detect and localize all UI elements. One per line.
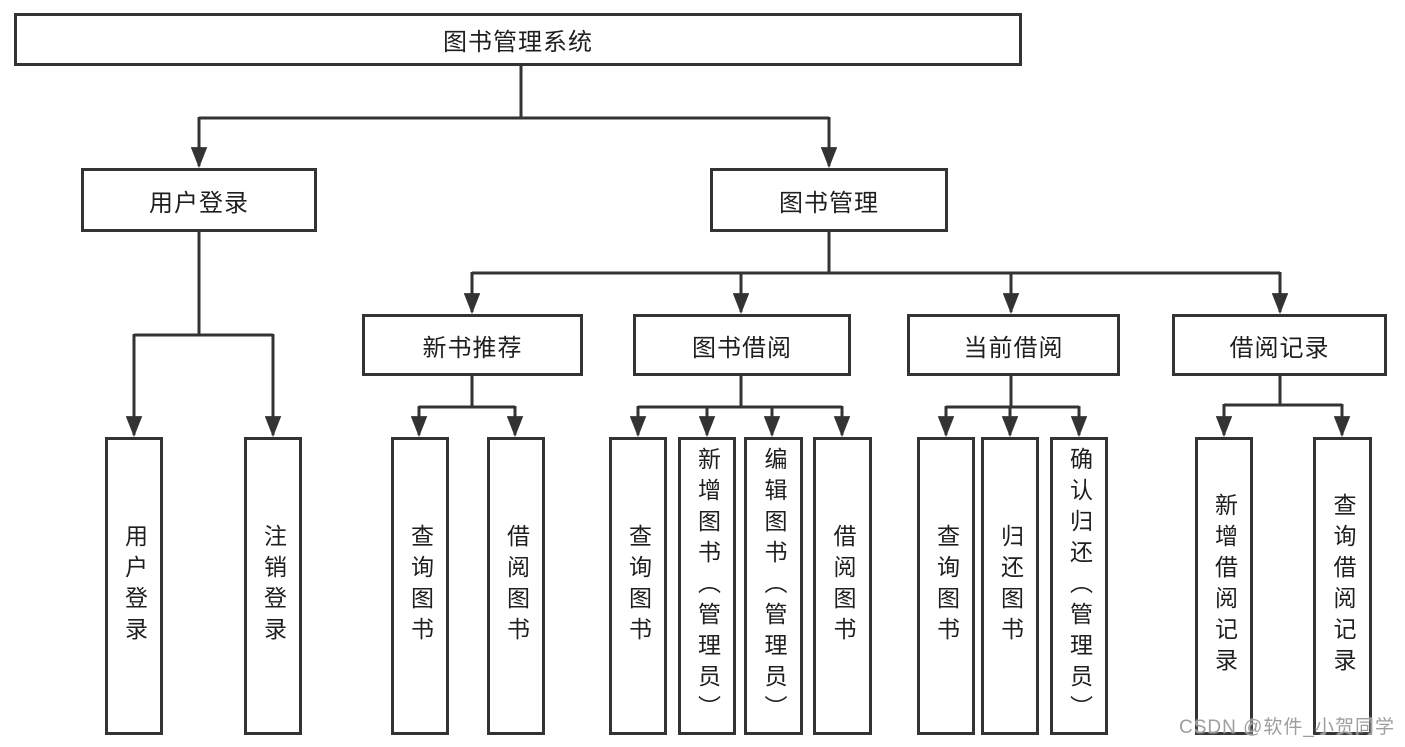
leaf-edit-book-admin: 编辑图书（管理员） — [744, 437, 803, 735]
node-user-login: 用户登录 — [81, 168, 317, 232]
watermark: CSDN @软件_小贺同学 — [1179, 717, 1395, 738]
node-book-borrow: 图书借阅 — [633, 314, 851, 376]
leaf-label: 归还图书 — [997, 524, 1024, 648]
leaf-label: 查询图书 — [625, 524, 652, 648]
node-new-book-recommend: 新书推荐 — [362, 314, 583, 376]
leaf-query-books-current: 查询图书 — [917, 437, 975, 735]
leaf-label: 新增借阅记录 — [1211, 493, 1238, 679]
leaf-user-login: 用户登录 — [105, 437, 163, 735]
leaf-query-borrow-record: 查询借阅记录 — [1313, 437, 1372, 735]
leaf-label: 查询图书 — [407, 524, 434, 648]
leaf-add-book-admin: 新增图书（管理员） — [678, 437, 736, 735]
leaf-label: 查询借阅记录 — [1330, 493, 1356, 679]
leaf-query-books-borrow: 查询图书 — [609, 437, 667, 735]
leaf-label: 用户登录 — [121, 524, 148, 648]
leaf-label: 注销登录 — [260, 524, 287, 648]
node-borrow-records: 借阅记录 — [1172, 314, 1387, 376]
leaf-borrow-books: 借阅图书 — [813, 437, 872, 735]
leaf-label: 编辑图书（管理员） — [761, 446, 787, 726]
leaf-label: 查询图书 — [933, 524, 960, 648]
leaf-return-books: 归还图书 — [981, 437, 1039, 735]
leaf-add-borrow-record: 新增借阅记录 — [1195, 437, 1253, 735]
leaf-label: 借阅图书 — [503, 524, 530, 648]
leaf-logout: 注销登录 — [244, 437, 302, 735]
leaf-label: 借阅图书 — [830, 524, 856, 648]
node-root: 图书管理系统 — [14, 13, 1022, 66]
leaf-borrow-books-recommend: 借阅图书 — [487, 437, 545, 735]
leaf-confirm-return-admin: 确认归还（管理员） — [1050, 437, 1108, 735]
node-book-management: 图书管理 — [710, 168, 948, 232]
leaf-label: 新增图书（管理员） — [694, 446, 721, 726]
leaf-label: 确认归还（管理员） — [1066, 446, 1093, 726]
node-current-borrow: 当前借阅 — [907, 314, 1120, 376]
leaf-query-books-recommend: 查询图书 — [391, 437, 449, 735]
